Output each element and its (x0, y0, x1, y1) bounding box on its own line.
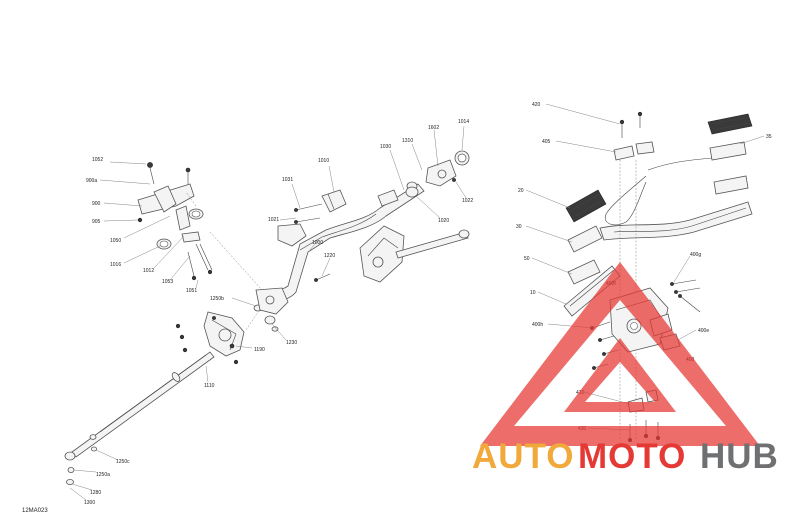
label-1052: 1052 (92, 157, 103, 163)
watermark-hub: HUB (700, 437, 779, 476)
label-905: 905 (92, 219, 101, 225)
label-420: 420 (532, 102, 541, 108)
label-1010: 1010 (318, 158, 329, 164)
watermark-moto: MOTO (578, 437, 686, 476)
watermark-triangle-icon (480, 262, 760, 446)
label-1030: 1030 (380, 144, 391, 150)
steering-column-assembly (64, 150, 470, 485)
label-405: 405 (542, 139, 551, 145)
label-30: 30 (516, 224, 522, 230)
label-1190: 1190 (254, 347, 265, 353)
label-400e: 400e (698, 328, 709, 334)
label-1250b: 1250b (210, 296, 224, 302)
label-1602: 1602 (428, 125, 439, 131)
label-10: 10 (530, 290, 536, 296)
label-400h: 400h (532, 322, 543, 328)
label-1230: 1230 (286, 340, 297, 346)
diagram-code: 12MA023 (22, 508, 48, 514)
label-35: 35 (766, 134, 772, 140)
label-1021: 1021 (268, 217, 279, 223)
left-callout-labels: 1052 900a 900 905 1050 1016 1012 1053 10… (84, 119, 473, 506)
label-1280: 1280 (90, 490, 101, 496)
watermark-auto: AUTO (472, 437, 575, 476)
label-1012: 1012 (143, 268, 154, 274)
label-1050: 1050 (110, 238, 121, 244)
left-callout-leaders (69, 125, 467, 501)
watermark-inner-triangle-icon (564, 338, 676, 412)
label-1020: 1020 (438, 218, 449, 224)
label-50: 50 (524, 256, 530, 262)
label-1014: 1014 (458, 119, 469, 125)
label-1110: 1110 (204, 383, 215, 389)
watermark-logo (480, 262, 760, 446)
label-1220: 1220 (324, 253, 335, 259)
label-900: 900 (92, 201, 101, 207)
label-1051: 1051 (186, 288, 197, 294)
watermark-text: AUTO MOTO HUB (472, 437, 779, 476)
label-400g: 400g (690, 252, 701, 258)
label-1031: 1031 (282, 177, 293, 183)
label-1250c: 1250c (116, 459, 130, 465)
label-1053: 1053 (162, 279, 173, 285)
label-1000: 1000 (312, 240, 323, 246)
label-900a: 900a (86, 178, 97, 184)
label-20: 20 (518, 188, 524, 194)
label-1022: 1022 (462, 198, 473, 204)
label-1300: 1300 (84, 500, 95, 506)
label-1016: 1016 (110, 262, 121, 268)
label-1250a: 1250a (96, 472, 110, 478)
label-1310: 1310 (402, 138, 413, 144)
